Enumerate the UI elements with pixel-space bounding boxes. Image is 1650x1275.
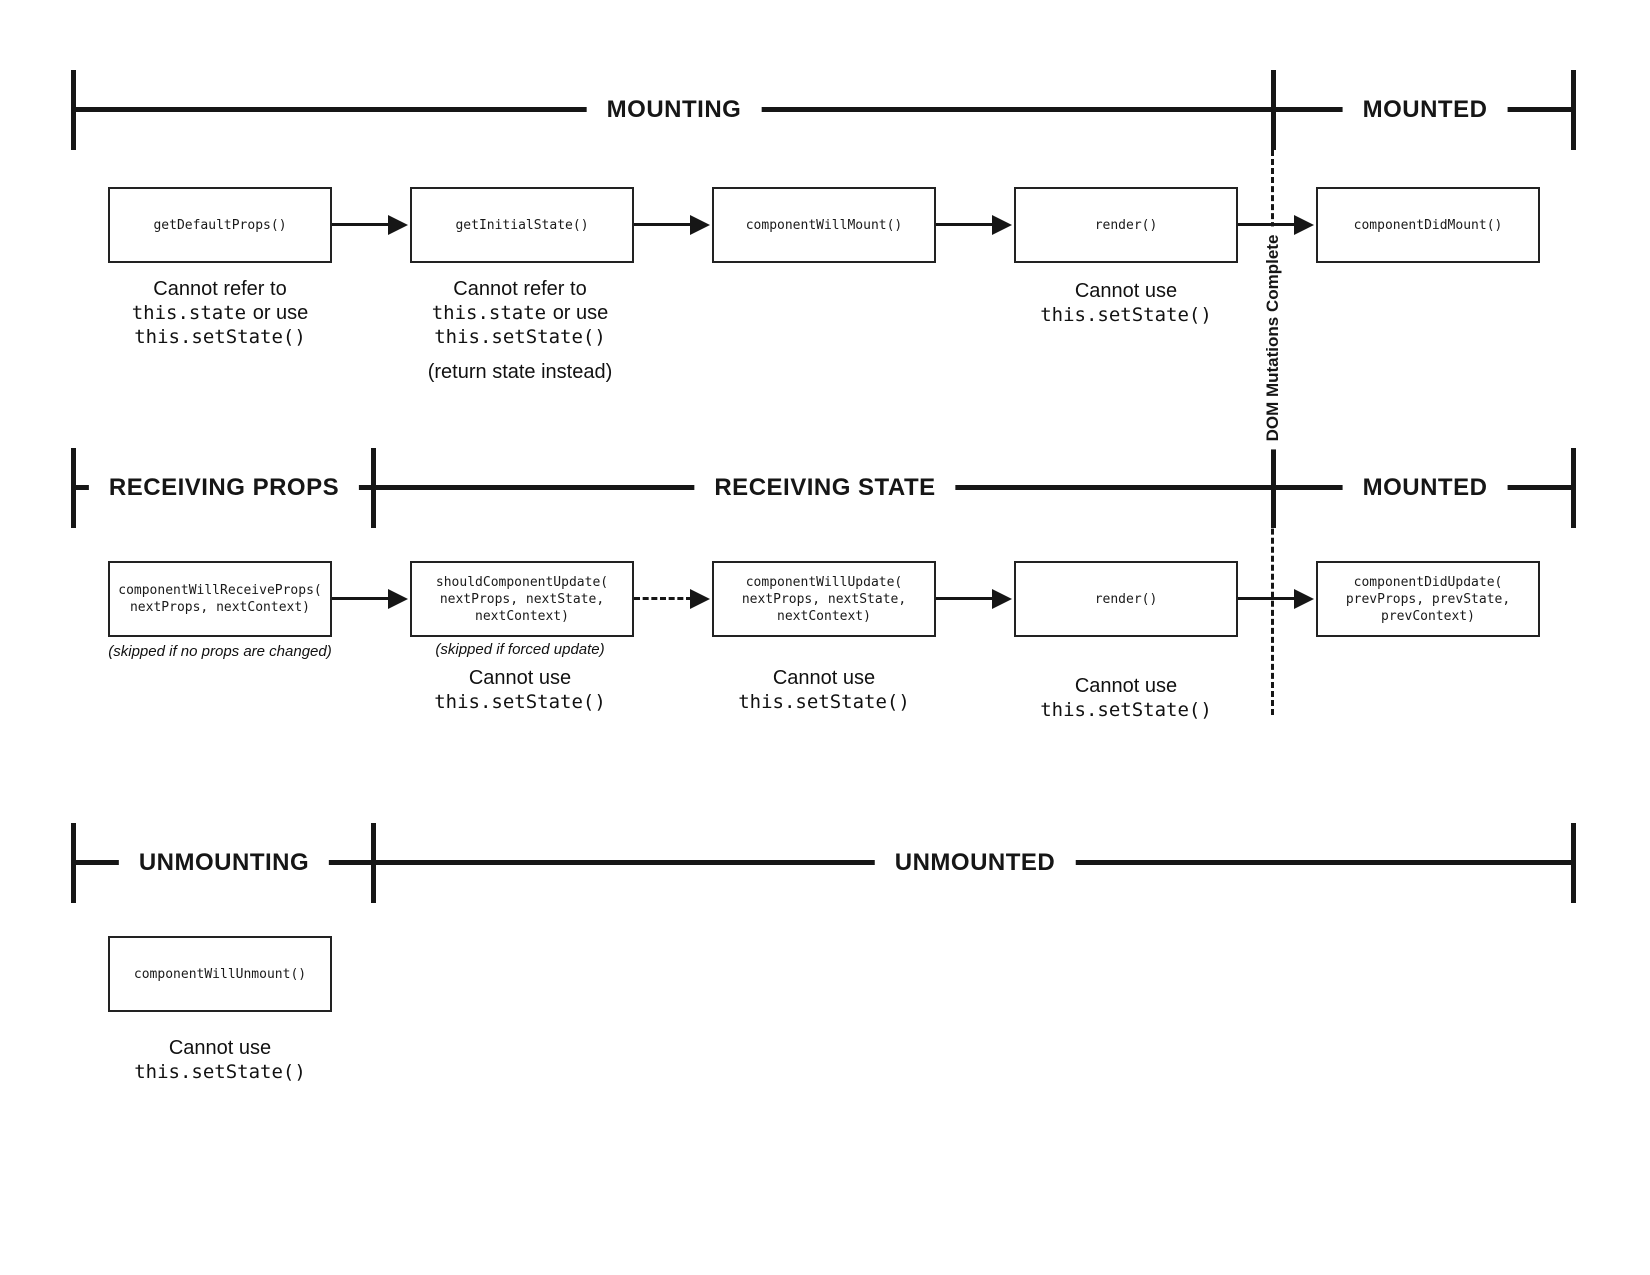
bracket-line-row3 bbox=[71, 860, 1576, 865]
box-label: prevContext) bbox=[1381, 608, 1475, 624]
box-label: nextContext) bbox=[777, 608, 871, 624]
box-label: componentDidUpdate( bbox=[1353, 574, 1503, 590]
caption-skipped-forced: (skipped if forced update) bbox=[435, 641, 605, 658]
flow-arrow-icon bbox=[936, 213, 1012, 237]
box-label: getDefaultProps() bbox=[153, 217, 287, 233]
caption-skipped-props: (skipped if no props are changed) bbox=[108, 643, 332, 660]
phase-label-mounted-top: MOUNTED bbox=[1342, 96, 1508, 124]
note-component-will-update: Cannot use this.setState() bbox=[738, 667, 910, 713]
lifecycle-box-component-will-unmount: componentWillUnmount() bbox=[108, 936, 332, 1012]
flow-arrow-icon bbox=[332, 213, 408, 237]
bracket-tick bbox=[1571, 70, 1576, 150]
box-label: nextContext) bbox=[475, 608, 569, 624]
lifecycle-box-component-did-update: componentDidUpdate( prevProps, prevState… bbox=[1316, 561, 1540, 637]
bracket-tick bbox=[71, 70, 76, 150]
phase-label-receiving-props: RECEIVING PROPS bbox=[88, 474, 360, 502]
bracket-tick bbox=[1571, 448, 1576, 528]
box-label: getInitialState() bbox=[455, 217, 589, 233]
box-label: render() bbox=[1094, 217, 1158, 233]
box-label: nextProps, nextState, bbox=[439, 591, 605, 607]
lifecycle-box-get-initial-state: getInitialState() bbox=[410, 187, 634, 263]
box-label: componentWillUpdate( bbox=[745, 574, 903, 590]
phase-label-unmounting: UNMOUNTING bbox=[118, 849, 330, 877]
phase-label-mounting: MOUNTING bbox=[586, 96, 762, 124]
lifecycle-box-render-mounting: render() bbox=[1014, 187, 1238, 263]
bracket-tick bbox=[71, 448, 76, 528]
box-label: prevProps, prevState, bbox=[1345, 591, 1511, 607]
dom-mutations-label: DOM Mutations Complete bbox=[1263, 226, 1283, 450]
lifecycle-box-component-will-mount: componentWillMount() bbox=[712, 187, 936, 263]
flow-arrow-icon bbox=[634, 213, 710, 237]
note-component-will-unmount: Cannot use this.setState() bbox=[134, 1037, 306, 1083]
lifecycle-box-get-default-props: getDefaultProps() bbox=[108, 187, 332, 263]
box-label: componentWillUnmount() bbox=[133, 966, 307, 982]
phase-label-receiving-state: RECEIVING STATE bbox=[694, 474, 956, 502]
flow-arrow-icon bbox=[1238, 587, 1314, 611]
box-label: componentDidMount() bbox=[1353, 217, 1503, 233]
phase-label-mounted-mid: MOUNTED bbox=[1342, 474, 1508, 502]
bracket-tick bbox=[1271, 70, 1276, 150]
box-label: componentWillMount() bbox=[745, 217, 903, 233]
lifecycle-box-component-will-update: componentWillUpdate( nextProps, nextStat… bbox=[712, 561, 936, 637]
box-label: nextProps, nextState, bbox=[741, 591, 907, 607]
bracket-tick bbox=[371, 448, 376, 528]
bracket-line-row1 bbox=[71, 107, 1576, 112]
note-should-component-update: Cannot use this.setState() bbox=[434, 667, 606, 713]
lifecycle-box-should-component-update: shouldComponentUpdate( nextProps, nextSt… bbox=[410, 561, 634, 637]
box-label: shouldComponentUpdate( bbox=[435, 574, 609, 590]
box-label: nextProps, nextContext) bbox=[129, 600, 310, 615]
bracket-tick bbox=[1571, 823, 1576, 903]
flow-arrow-icon bbox=[936, 587, 1012, 611]
box-label: componentWillReceiveProps( bbox=[118, 583, 322, 598]
bracket-tick bbox=[71, 823, 76, 903]
phase-label-unmounted: UNMOUNTED bbox=[874, 849, 1076, 877]
flow-arrow-icon bbox=[1238, 213, 1314, 237]
flow-arrow-icon bbox=[332, 587, 408, 611]
lifecycle-box-render-updating: render() bbox=[1014, 561, 1238, 637]
note-render-updating: Cannot use this.setState() bbox=[1040, 675, 1212, 721]
flow-arrow-dashed-icon bbox=[634, 587, 710, 611]
lifecycle-box-component-did-mount: componentDidMount() bbox=[1316, 187, 1540, 263]
lifecycle-box-component-will-receive-props: componentWillReceiveProps( nextProps, ne… bbox=[108, 561, 332, 637]
note-render-mounting: Cannot use this.setState() bbox=[1040, 280, 1212, 326]
bracket-tick bbox=[371, 823, 376, 903]
box-label: render() bbox=[1094, 591, 1158, 607]
